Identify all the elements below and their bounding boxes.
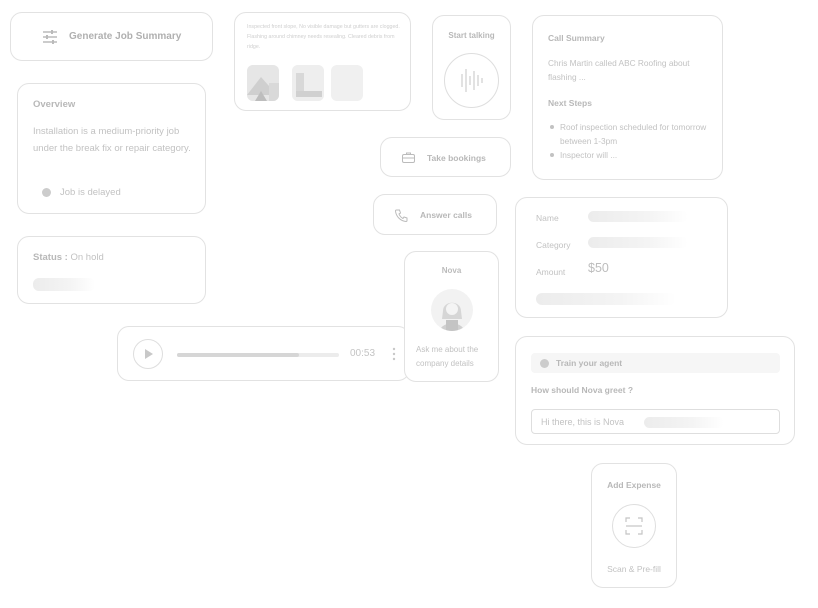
scan-prefill-label: Scan & Pre-fill — [607, 564, 661, 574]
start-talking-label: Start talking — [448, 31, 495, 40]
inspection-notes-card: Inspected front slope, No visible damage… — [234, 12, 411, 111]
name-label: Name — [536, 213, 559, 223]
play-button[interactable] — [133, 339, 163, 369]
job-delayed-alert: Job is delayed — [42, 187, 121, 198]
alert-icon — [42, 188, 51, 197]
briefcase-icon — [402, 152, 415, 163]
job-details-form: Name Category Amount $50 — [515, 197, 728, 318]
job-delayed-text: Job is delayed — [60, 187, 121, 198]
audio-progress-fill — [177, 353, 299, 357]
call-summary-card: Call Summary Chris Martin called ABC Roo… — [532, 15, 723, 180]
category-value-placeholder — [588, 237, 688, 248]
greeting-question: How should Nova greet ? — [531, 385, 634, 395]
category-label: Category — [536, 240, 571, 250]
call-summary-body: Chris Martin called ABC Roofing about fl… — [548, 58, 690, 82]
agent-name: Nova — [441, 266, 462, 275]
typing-placeholder — [644, 417, 724, 428]
amount-label: Amount — [536, 267, 566, 277]
add-expense-card[interactable]: Add Expense Scan & Pre-fill — [591, 463, 677, 588]
next-steps-list: Roof inspection scheduled for tomorrow b… — [548, 120, 718, 162]
add-expense-title: Add Expense — [607, 480, 661, 490]
info-icon — [540, 359, 549, 368]
inspection-notes-text: Inspected front slope, No visible damage… — [247, 24, 400, 50]
scan-icon[interactable] — [612, 504, 656, 548]
phone-icon — [395, 209, 408, 222]
next-steps-title: Next Steps — [548, 98, 592, 108]
loading-placeholder — [33, 278, 95, 291]
status-card: Status : On hold — [17, 236, 206, 304]
sound-wave-icon[interactable] — [444, 53, 499, 108]
status-key: Status : — [33, 252, 68, 263]
form-footer-placeholder — [536, 293, 676, 305]
name-value-placeholder — [588, 211, 688, 222]
overview-body: Installation is a medium-priority job un… — [33, 126, 191, 154]
nova-prompt: Ask me about the company details — [416, 345, 479, 368]
nova-avatar — [431, 289, 473, 331]
amount-value: $50 — [588, 261, 609, 275]
photo-thumbnail-chimney[interactable] — [292, 65, 324, 101]
overview-card: Overview Installation is a medium-priori… — [17, 83, 206, 214]
train-agent-card: Train your agent How should Nova greet ?… — [515, 336, 795, 445]
photo-thumbnail-placeholder[interactable] — [331, 65, 363, 101]
greeting-input-value: Hi there, this is Nova — [541, 417, 625, 427]
answer-calls-label: Answer calls — [420, 210, 472, 220]
generate-job-summary-label: Generate Job Summary — [69, 31, 182, 42]
train-agent-banner: Train your agent — [531, 353, 780, 373]
call-summary-title: Call Summary — [548, 33, 605, 43]
photo-thumbnail-roof[interactable] — [247, 65, 279, 101]
take-bookings-label: Take bookings — [427, 153, 486, 163]
answer-calls-button[interactable]: Answer calls — [373, 194, 497, 235]
greeting-input[interactable]: Hi there, this is Nova — [531, 409, 780, 434]
take-bookings-button[interactable]: Take bookings — [380, 137, 511, 177]
next-step-item: Inspector will ... — [548, 148, 718, 162]
next-step-item: Roof inspection scheduled for tomorrow b… — [548, 120, 718, 148]
more-options-icon[interactable] — [392, 347, 396, 361]
status-row: Status : On hold — [33, 252, 104, 263]
status-value: On hold — [70, 252, 104, 263]
train-agent-title: Train your agent — [556, 358, 623, 368]
audio-player: 00:53 — [117, 326, 410, 381]
nova-agent-card[interactable]: Nova Ask me about the company details — [404, 251, 499, 382]
sliders-icon — [42, 30, 58, 44]
audio-progress-bar[interactable] — [177, 353, 339, 357]
start-talking-card[interactable]: Start talking — [432, 15, 511, 120]
overview-title: Overview — [33, 99, 76, 110]
audio-time: 00:53 — [350, 348, 376, 359]
generate-job-summary-button[interactable]: Generate Job Summary — [10, 12, 213, 61]
